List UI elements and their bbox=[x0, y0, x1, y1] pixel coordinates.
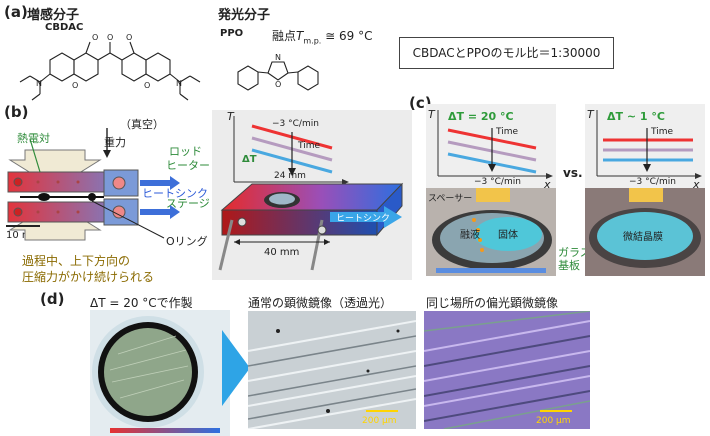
svg-text:O: O bbox=[126, 33, 132, 42]
svg-text:O: O bbox=[144, 81, 150, 90]
rate-b: −3 °C/min bbox=[272, 119, 319, 129]
arrow-right-icon bbox=[222, 330, 250, 406]
delta-t-1-label: ΔT ~ 1 °C bbox=[607, 110, 665, 123]
sample-photo-right: 微結晶膜 bbox=[585, 188, 705, 276]
stage-label: ステージ bbox=[166, 197, 210, 210]
svg-text:O: O bbox=[92, 33, 98, 42]
axis-t-c2: T bbox=[587, 108, 595, 121]
sensitizer-name: CBDAC bbox=[45, 22, 84, 33]
scale-bar-right: 200 μm bbox=[536, 416, 571, 426]
microcrystal-label: 微結晶膜 bbox=[623, 230, 663, 243]
vacuum-label: （真空） bbox=[120, 118, 164, 131]
scale-10mm-label: 10 mm bbox=[6, 230, 42, 241]
heatsink-3d-label: ヒートシンク bbox=[336, 213, 390, 224]
o-ring-label: Oリング bbox=[166, 235, 208, 248]
panel-b-label: (b) bbox=[4, 103, 29, 121]
dim-24mm: 24 mm bbox=[274, 171, 306, 181]
axis-x-c2: x bbox=[692, 178, 700, 188]
polarized-micrograph: 200 μm bbox=[424, 311, 590, 429]
delta-t-b: ΔT bbox=[242, 154, 257, 165]
rod-heater-label-2: ヒーター bbox=[166, 159, 210, 172]
delta-t-20-label: ΔT = 20 °C bbox=[448, 110, 514, 123]
emitter-name: PPO bbox=[220, 28, 244, 39]
svg-text:N: N bbox=[275, 53, 281, 62]
solid-label: 固体 bbox=[498, 229, 518, 241]
glass-label-1: ガラス bbox=[558, 246, 591, 259]
time-c2: Time bbox=[650, 127, 673, 137]
sample-photo-left: スペーサー 融液 固体 bbox=[426, 188, 556, 276]
stage-3d-diagram: T x −3 °C/min Time ΔT 24 mm ヒートシンク 40 mm bbox=[212, 110, 412, 280]
made-with-label: ΔT = 20 °Cで作製 bbox=[90, 296, 193, 310]
svg-text:N: N bbox=[36, 79, 42, 88]
gravity-label: 重力 bbox=[104, 136, 126, 149]
svg-text:O: O bbox=[107, 33, 113, 42]
spacer-label: スペーサー bbox=[428, 193, 472, 204]
sample-disk-photo bbox=[90, 310, 230, 436]
svg-text:N: N bbox=[176, 79, 182, 88]
pressure-text-1: 過程中、上下方向の bbox=[22, 254, 131, 268]
polarized-microscope-label: 同じ場所の偏光顕微鏡像 bbox=[426, 296, 559, 310]
normal-microscope-label: 通常の顕微鏡像（透過光） bbox=[248, 296, 393, 310]
rate-c2: −3 °C/min bbox=[629, 177, 676, 187]
melting-point: 融点Tm.p. ≅ 69 °C bbox=[272, 29, 373, 46]
panel-c-label: (c) bbox=[409, 94, 432, 112]
thermocouple-label: 熱電対 bbox=[17, 132, 50, 145]
emitter-title: 発光分子 bbox=[218, 8, 271, 23]
svg-text:O: O bbox=[275, 80, 281, 89]
scale-bar-left: 200 μm bbox=[362, 416, 397, 426]
graph-delta-1: T x ΔT ~ 1 °C Time −3 °C/min bbox=[585, 104, 705, 188]
graph-delta-20: T x ΔT = 20 °C Time −3 °C/min bbox=[426, 104, 556, 188]
rate-c1: −3 °C/min bbox=[474, 177, 521, 187]
cross-section-diagram bbox=[6, 128, 180, 241]
dim-40mm: 40 mm bbox=[264, 247, 299, 258]
svg-text:O: O bbox=[72, 81, 78, 90]
sensitizer-title: 増感分子 bbox=[27, 8, 80, 23]
transmitted-micrograph: 200 μm bbox=[248, 311, 416, 429]
glass-label-2: 基板 bbox=[558, 259, 580, 272]
axis-t-b: T bbox=[227, 110, 235, 123]
time-c1: Time bbox=[495, 127, 518, 137]
vs-label: vs. bbox=[563, 166, 583, 180]
rod-heater-label-1: ロッド bbox=[169, 145, 202, 158]
axis-x-c1: x bbox=[543, 178, 551, 188]
melt-label: 融液 bbox=[460, 228, 480, 241]
panel-a-label: (a) bbox=[4, 3, 28, 21]
panel-d-label: (d) bbox=[40, 290, 65, 308]
axis-t-c1: T bbox=[428, 108, 436, 121]
ppo-structure: NO bbox=[237, 53, 319, 91]
heatsink-label: ヒートシンク bbox=[142, 187, 208, 200]
time-b: Time bbox=[297, 141, 320, 151]
pressure-text-2: 圧縮力がかけ続けられる bbox=[22, 270, 155, 284]
molar-ratio-box: CBDACとPPOのモル比＝1:30000 bbox=[399, 37, 614, 69]
